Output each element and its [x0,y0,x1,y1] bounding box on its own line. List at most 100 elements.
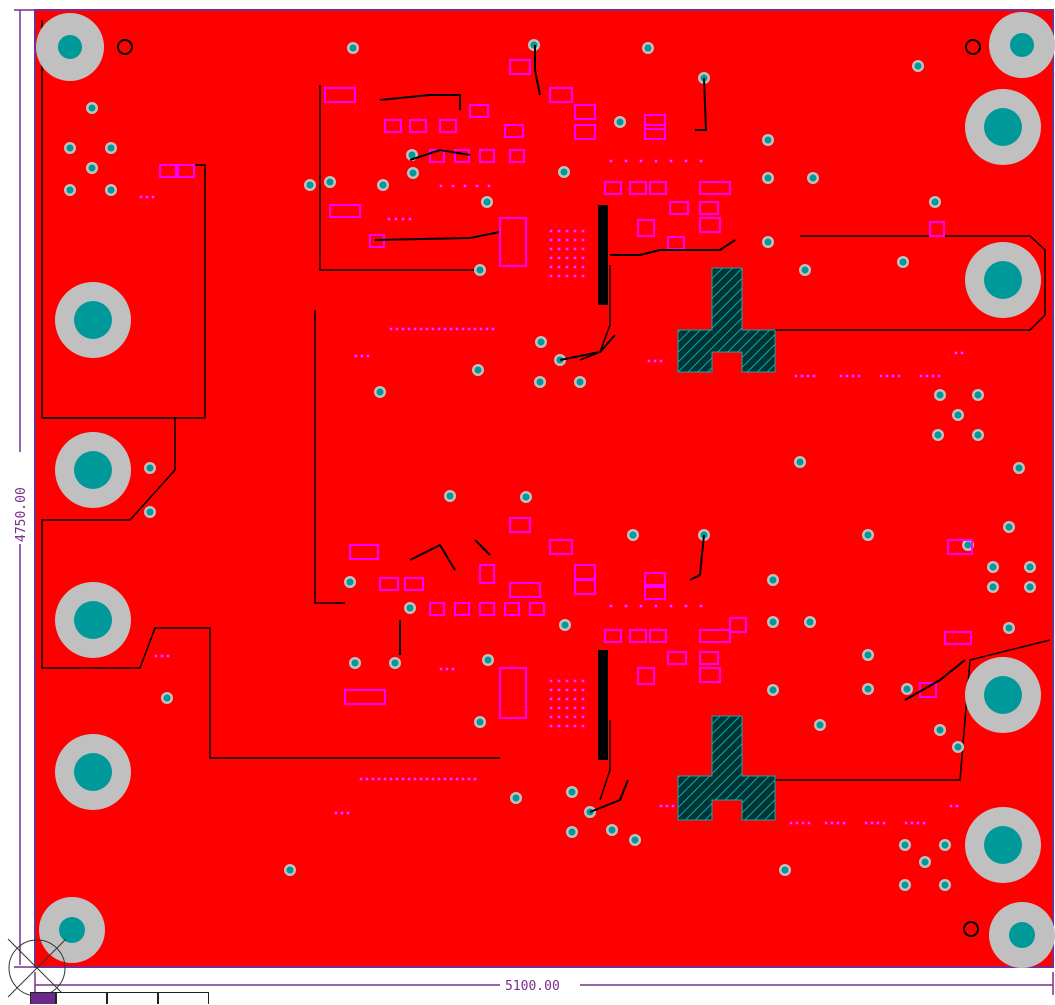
thermal-via [830,821,834,825]
silkscreen-footprint [454,602,470,616]
silkscreen-footprint [644,584,666,600]
via [929,196,941,208]
layer-legend-cell[interactable] [107,992,158,1004]
thermal-via [449,777,453,781]
via [934,389,946,401]
hatched-regions [677,267,776,821]
thermal-via [479,327,483,331]
via [144,506,156,518]
via [1003,521,1015,533]
layer-legend-cell[interactable] [56,992,107,1004]
thermal-via [549,256,553,260]
thermal-via [461,777,465,781]
thermal-via [851,374,855,378]
silkscreen-footprint [479,564,495,584]
thermal-via [647,359,651,363]
thermal-via [653,359,657,363]
silkscreen-footprint [549,539,573,555]
thermal-via [795,821,799,825]
thermal-via [639,159,643,163]
via [972,429,984,441]
via [474,716,486,728]
thermal-via [473,327,477,331]
trace [379,94,461,110]
trace [689,534,705,581]
silkscreen-footprint [509,517,531,533]
thermal-via [473,777,477,781]
thermal-via [573,247,577,251]
silkscreen-footprint [919,682,937,698]
via [767,684,779,696]
silkscreen-footprint [699,217,721,233]
silkscreen-footprint [929,221,945,237]
thermal-via [665,804,669,808]
thermal-via [581,724,585,728]
thermal-via [581,265,585,269]
silkscreen-footprint [699,629,731,643]
silkscreen-footprint [604,181,622,195]
thermal-via [573,679,577,683]
silkscreen-footprint [637,667,655,685]
via [559,619,571,631]
thermal-via [842,821,846,825]
via [762,236,774,248]
via [804,616,816,628]
layer-legend-cell-active[interactable] [30,992,56,1004]
silkscreen-footprint [479,149,495,163]
thermal-via [824,821,828,825]
thermal-via [340,811,344,815]
thermal-via [699,604,703,608]
via [1013,462,1025,474]
silkscreen-footprint [344,689,386,705]
via [144,462,156,474]
thermal-via [565,697,569,701]
thermal-via [487,184,491,188]
silkscreen-footprint [509,149,525,163]
thermal-via [557,229,561,233]
thermal-via [359,777,363,781]
thermal-via [549,679,553,683]
silkscreen-parts [139,45,973,825]
thermal-via [389,327,393,331]
via [105,142,117,154]
silkscreen-footprint [667,651,687,665]
thermal-via [949,804,953,808]
thermal-via [565,274,569,278]
thermal-via [565,724,569,728]
via [987,561,999,573]
silkscreen-footprint [504,602,520,616]
thermal-via [639,604,643,608]
via [284,864,296,876]
thermal-via [360,354,364,358]
thermal-via [439,667,443,671]
thermal-via [413,327,417,331]
layer-legend-bar[interactable] [30,992,209,1005]
thermal-via [491,327,495,331]
silkscreen-footprint [479,602,495,616]
silkscreen-footprint [379,577,399,591]
silkscreen-footprint [409,119,427,133]
thermal-via [573,229,577,233]
thermal-via [897,374,901,378]
thermal-via [870,821,874,825]
thermal-via [166,654,170,658]
via [1024,581,1036,593]
thermal-via [557,247,561,251]
via [520,491,532,503]
trace [589,779,629,813]
via [510,792,522,804]
thermal-via [394,217,398,221]
thermal-via [931,374,935,378]
silkscreen-footprint [574,579,596,595]
via [389,657,401,669]
layer-legend-cell[interactable] [158,992,209,1004]
thermal-via [425,777,429,781]
thermal-via [419,327,423,331]
trace [409,148,471,161]
thermal-via [659,804,663,808]
silkscreen-footprint [649,629,667,643]
thermal-via [377,777,381,781]
via [614,116,626,128]
silkscreen-footprint [699,651,719,665]
